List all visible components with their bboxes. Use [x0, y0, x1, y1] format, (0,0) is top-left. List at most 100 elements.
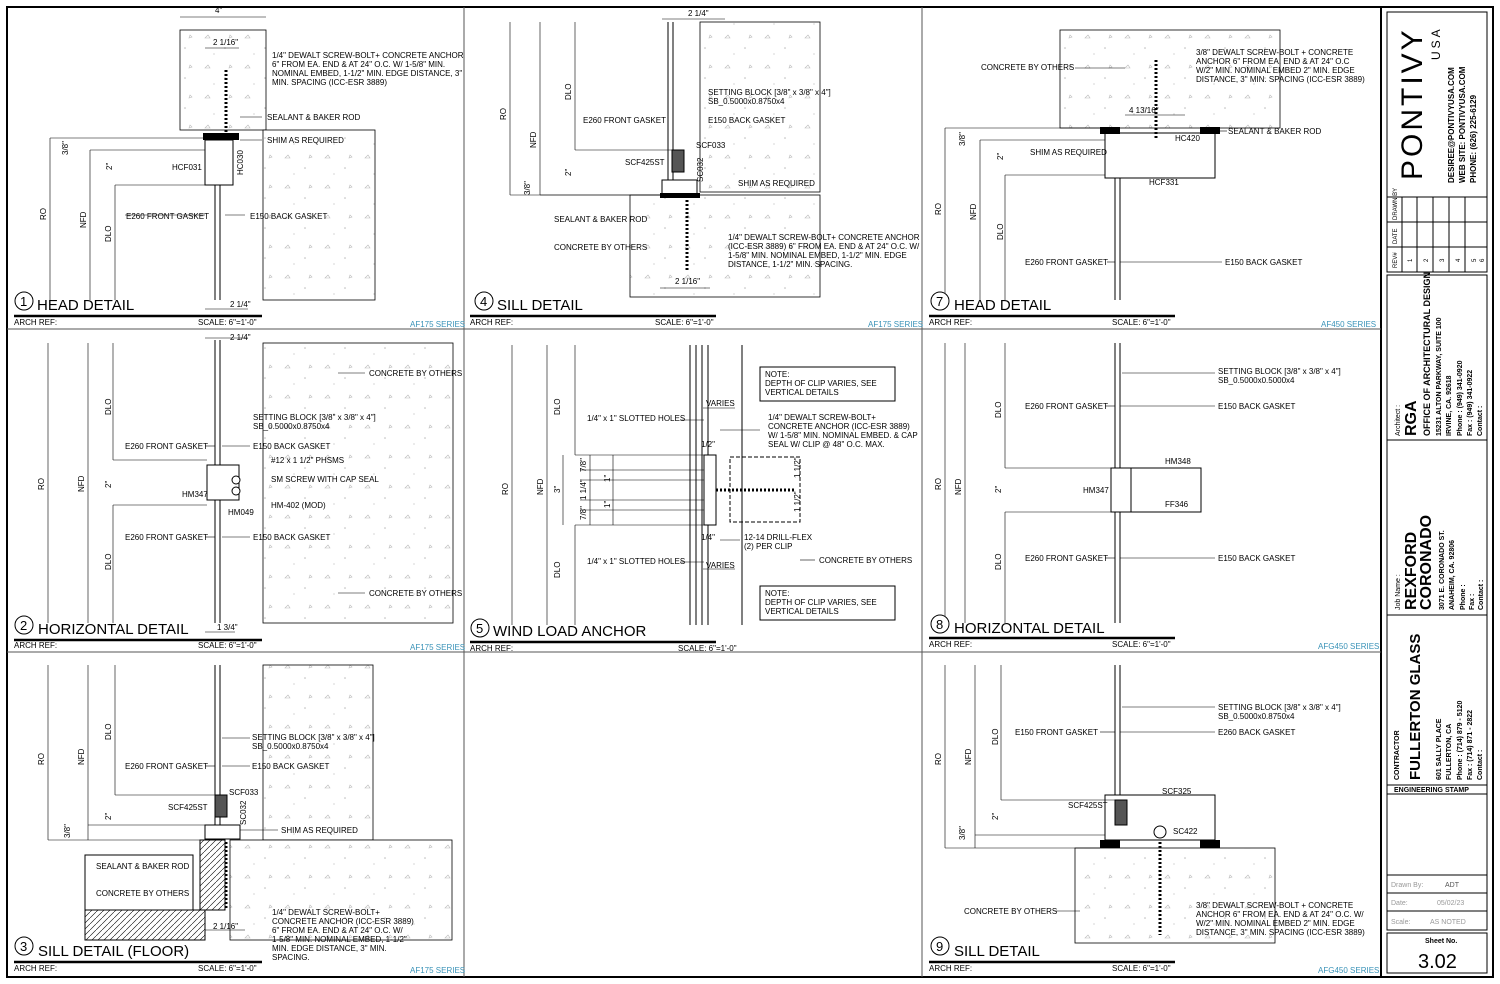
label-title_block-rev_numbers-3: 4 [1456, 258, 1462, 262]
label-details-3-labels-1: SETTING BLOCK [3/8" x 3/8" x 4"] [253, 413, 376, 422]
label-details-2-labels-2: ANCHOR 6" FROM EA. END & AT 24" O.C [1196, 57, 1350, 66]
label-details-4-dims-12: 1 1/2" [793, 491, 802, 512]
label-details-1-labels-7: SHIM AS REQUIRED [738, 179, 815, 188]
label-details-1-labels-8: SEALANT & BAKER ROD [554, 215, 647, 224]
label-details-3-dims-4: 2" [104, 481, 113, 488]
label-title_block-contractor_phone: Phone : (714) 879 - 5120 [1457, 701, 1464, 780]
label-details-3-labels-6: SM SCREW WITH CAP SEAL [271, 475, 379, 484]
label-details-2-scale: SCALE: 6"=1'-0" [1112, 318, 1171, 327]
label-details-4-labels-14: NOTE: [765, 589, 789, 598]
label-details-2-dims-3: RO [934, 203, 943, 215]
label-details-7-dims-4: 3/8" [958, 826, 967, 840]
label-details-6-dims-3: 2" [104, 813, 113, 820]
label-details-6-labels-7: SHIM AS REQUIRED [281, 826, 358, 835]
label-details-3-arch_ref: ARCH REF: [14, 641, 57, 650]
label-title_block-company_sub: USA [1429, 26, 1443, 60]
label-details-0-labels-2: NOMINAL EMBED, 1-1/2" MIN. EDGE DISTANCE… [272, 69, 462, 78]
label-details-6-arch_ref: ARCH REF: [14, 964, 57, 973]
label-details-0-dims-6: DLO [104, 226, 113, 242]
label-details-7-scale: SCALE: 6"=1'-0" [1112, 964, 1171, 973]
label-details-2-dims-4: NFD [969, 203, 978, 220]
label-details-0-labels-4: SEALANT & BAKER ROD [267, 113, 360, 122]
label-details-4-dims-8: 7/8" [579, 506, 588, 520]
label-title_block-scale_label: Scale: [1391, 919, 1411, 926]
label-details-4-dims-10: 1" [603, 501, 612, 508]
label-details-4-labels-12: 1/4" x 1" SLOTTED HOLES [587, 557, 685, 566]
label-title_block-contractor_line2: FULLERTON, CA [1446, 724, 1453, 780]
label-details-1-dims-1: DLO [564, 84, 573, 100]
label-details-1-labels-3: E150 BACK GASKET [708, 116, 785, 125]
label-details-7-dims-1: RO [934, 753, 943, 765]
label-details-1-scale: SCALE: 6"=1'-0" [655, 318, 714, 327]
label-details-3-labels-9: HM049 [228, 508, 254, 517]
label-details-7-labels-0: SETTING BLOCK [3/8" x 3/8" x 4"] [1218, 703, 1341, 712]
label-details-6-labels-1: SB_0.5000x0.8750x4 [252, 742, 329, 751]
label-details-6-dims-1: RO [37, 753, 46, 765]
label-details-6-labels-4: SCF033 [229, 788, 259, 797]
label-title_block-architect_phone: Phone : (949) 341-0920 [1457, 360, 1464, 436]
label-title_block-rev_numbers-4: 5 [1472, 258, 1478, 262]
label-details-5-labels-4: HM348 [1165, 457, 1191, 466]
label-details-0-dims-2: 3/8" [61, 141, 70, 155]
label-details-2-labels-7: SHIM AS REQUIRED [1030, 148, 1107, 157]
label-details-6-labels-15: SPACING. [272, 953, 310, 962]
label-details-2-labels-5: SEALANT & BAKER ROD [1228, 127, 1321, 136]
label-details-1-labels-6: SC032 [696, 157, 705, 182]
sheet-border [6, 6, 1494, 978]
label-details-0-dims-3: 2" [105, 163, 114, 170]
label-details-2-title: HEAD DETAIL [954, 297, 1051, 314]
label-details-4-dims-7: 1 1/4" [579, 479, 588, 500]
label-title_block-contractor_label: CONTRACTOR [1394, 730, 1401, 780]
label-details-1-labels-0: SETTING BLOCK [3/8" x 3/8" x 4"] [708, 88, 831, 97]
label-details-2-labels-0: CONCRETE BY OTHERS [981, 63, 1074, 72]
panel-4-sill-detail: SETTING BLOCK [3/8" x 3/8" x 4"] SB_0.50… [470, 9, 923, 329]
label-details-2-series: AF450 SERIES [1321, 320, 1376, 329]
label-details-4-dims-4: DLO [553, 562, 562, 578]
label-details-3-number: 2 [20, 618, 27, 633]
label-details-7-arch_ref: ARCH REF: [929, 964, 972, 973]
label-title_block-architect_contact: Contact : [1477, 406, 1484, 436]
label-details-3-series: AF175 SERIES [410, 643, 465, 652]
label-details-6-scale: SCALE: 6"=1'-0" [198, 964, 257, 973]
label-details-2-labels-9: E260 FRONT GASKET [1025, 258, 1108, 267]
label-details-3-dims-2: RO [37, 478, 46, 490]
label-details-6-labels-11: CONCRETE ANCHOR (ICC-ESR 3889) [272, 917, 414, 926]
label-details-7-labels-7: CONCRETE BY OTHERS [964, 907, 1057, 916]
label-details-7-labels-10: W/2" MIN. NOMINAL EMBED 2" MIN. EDGE [1196, 919, 1355, 928]
label-title_block-architect_line1: OFFICE OF ARCHITECTURAL DESIGN [1422, 272, 1432, 436]
label-details-4-arch_ref: ARCH REF: [470, 644, 513, 653]
label-title_block-contractor_line1: 601 SALLY PLACE [1436, 718, 1443, 780]
label-title_block-job_contact: Contact : [1478, 580, 1485, 610]
label-details-5-series: AFG450 SERIES [1318, 642, 1379, 651]
label-title_block-contractor_contact: Contact : [1477, 750, 1484, 780]
label-details-2-dims-2: 2" [996, 153, 1005, 160]
label-details-7-labels-1: SB_0.5000x0.8750x4 [1218, 712, 1295, 721]
label-title_block-job_fax: Fax : [1469, 594, 1476, 610]
label-details-1-dims-4: 2" [564, 169, 573, 176]
label-details-7-dims-0: DLO [991, 729, 1000, 745]
label-details-3-title: HORIZONTAL DETAIL [38, 621, 189, 638]
label-details-3-labels-2: SB_0.5000x0.8750x4 [253, 422, 330, 431]
label-details-6-labels-12: 6" FROM EA. END & AT 24" O.C. W/ [272, 926, 404, 935]
label-title_block-rev_numbers-2: 3 [1440, 258, 1446, 262]
label-details-6-labels-5: SCF425ST [168, 803, 208, 812]
label-details-5-labels-2: E260 FRONT GASKET [1025, 402, 1108, 411]
label-details-0-labels-3: MIN. SPACING (ICC-ESR 3889) [272, 78, 387, 87]
label-details-2-dims-1: 3/8" [958, 132, 967, 146]
label-details-2-labels-4: DISTANCE, 3" MIN. SPACING (ICC-ESR 3889) [1196, 75, 1365, 84]
label-details-6-labels-9: CONCRETE BY OTHERS [96, 889, 189, 898]
label-details-5-number: 8 [936, 617, 943, 632]
label-details-3-labels-8: HM-402 (MOD) [271, 501, 326, 510]
label-details-4-labels-4: 1/4" x 1" SLOTTED HOLES [587, 414, 685, 423]
label-title_block-date_label: Date: [1391, 900, 1408, 907]
label-details-6-labels-0: SETTING BLOCK [3/8" x 3/8" x 4"] [252, 733, 375, 742]
label-details-5-labels-7: E260 FRONT GASKET [1025, 554, 1108, 563]
label-details-5-dims-0: DLO [994, 402, 1003, 418]
label-details-4-dims-11: 1 1/2" [793, 457, 802, 478]
label-details-7-labels-11: DISTANCE, 3" MIN. SPACING (ICC-ESR 3889) [1196, 928, 1365, 937]
label-title_block-architect_label: Architect : [1395, 405, 1402, 436]
label-details-5-dims-1: RO [934, 478, 943, 490]
label-details-1-dims-0: 2 1/4" [688, 9, 709, 18]
label-details-4-labels-9: 12-14 DRILL-FLEX [744, 533, 813, 542]
